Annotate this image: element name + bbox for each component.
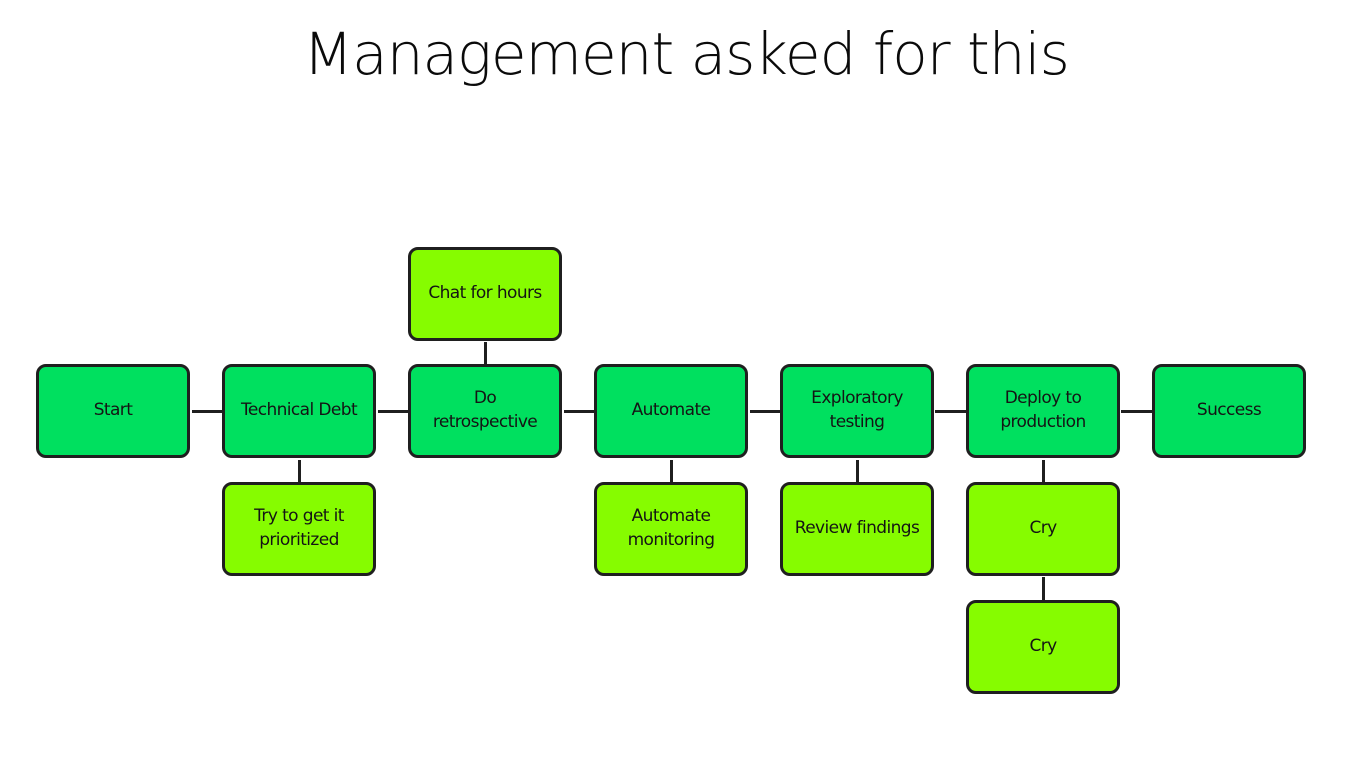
connector-retrospective-automate [564, 410, 595, 413]
connector-cry-cry [1042, 577, 1045, 602]
connector-start-technical-debt [192, 410, 223, 413]
connector-technical-debt-prioritize [298, 460, 301, 484]
node-cry-1: Cry [966, 482, 1120, 576]
connector-exploratory-deploy [935, 410, 966, 413]
node-chat-for-hours: Chat for hours [408, 247, 562, 341]
node-cry-2: Cry [966, 600, 1120, 694]
node-review-findings: Review findings [780, 482, 934, 576]
node-try-to-get-prioritized: Try to get it prioritized [222, 482, 376, 576]
diagram-title: Management asked for this [303, 20, 1070, 88]
connector-automate-monitoring [670, 460, 673, 484]
node-start: Start [36, 364, 190, 458]
connector-automate-exploratory [750, 410, 781, 413]
node-automate-monitoring: Automate monitoring [594, 482, 748, 576]
node-technical-debt: Technical Debt [222, 364, 376, 458]
connector-chat-retrospective [484, 342, 487, 366]
node-automate: Automate [594, 364, 748, 458]
node-do-retrospective: Do retrospective [408, 364, 562, 458]
node-deploy-to-production: Deploy to production [966, 364, 1120, 458]
connector-exploratory-review [856, 460, 859, 484]
node-exploratory-testing: Exploratory testing [780, 364, 934, 458]
node-success: Success [1152, 364, 1306, 458]
connector-technical-debt-retrospective [378, 410, 409, 413]
connector-deploy-success [1121, 410, 1152, 413]
connector-deploy-cry [1042, 460, 1045, 484]
